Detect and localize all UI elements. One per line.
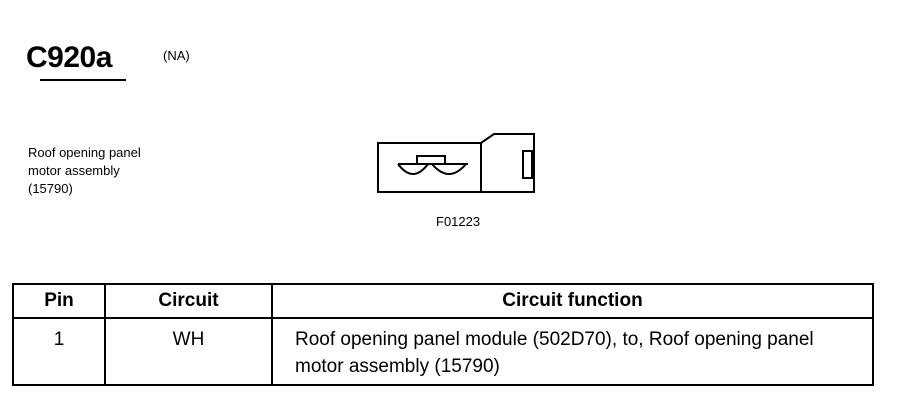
connector-key <box>416 155 446 165</box>
cell-pin: 1 <box>12 317 106 386</box>
component-line: Roof opening panel <box>28 145 141 160</box>
region-code: (NA) <box>163 48 190 63</box>
connector-id: C920a <box>26 41 112 74</box>
pin-table: Pin Circuit Circuit function 1 WH Roof o… <box>12 283 874 386</box>
figure-id: F01223 <box>436 214 481 229</box>
cell-circuit-function: Roof opening panel module (502D70), to, … <box>271 317 874 386</box>
header-circuit-function: Circuit function <box>271 283 874 319</box>
component-description: Roof opening panel motor assembly (15790… <box>28 144 141 198</box>
connector-id-underline <box>40 79 126 81</box>
table-header-row: Pin Circuit Circuit function <box>12 283 874 319</box>
component-line: motor assembly <box>28 163 120 178</box>
connector-latch <box>522 150 533 179</box>
header-circuit: Circuit <box>104 283 273 319</box>
table-row: 1 WH Roof opening panel module (502D70),… <box>12 317 874 386</box>
cell-circuit: WH <box>104 317 273 386</box>
terminal-cavity-left <box>397 163 429 175</box>
component-line: (15790) <box>28 181 73 196</box>
connector-face-diagram <box>377 133 535 193</box>
terminal-cavity-right <box>431 163 467 175</box>
header-pin: Pin <box>12 283 106 319</box>
